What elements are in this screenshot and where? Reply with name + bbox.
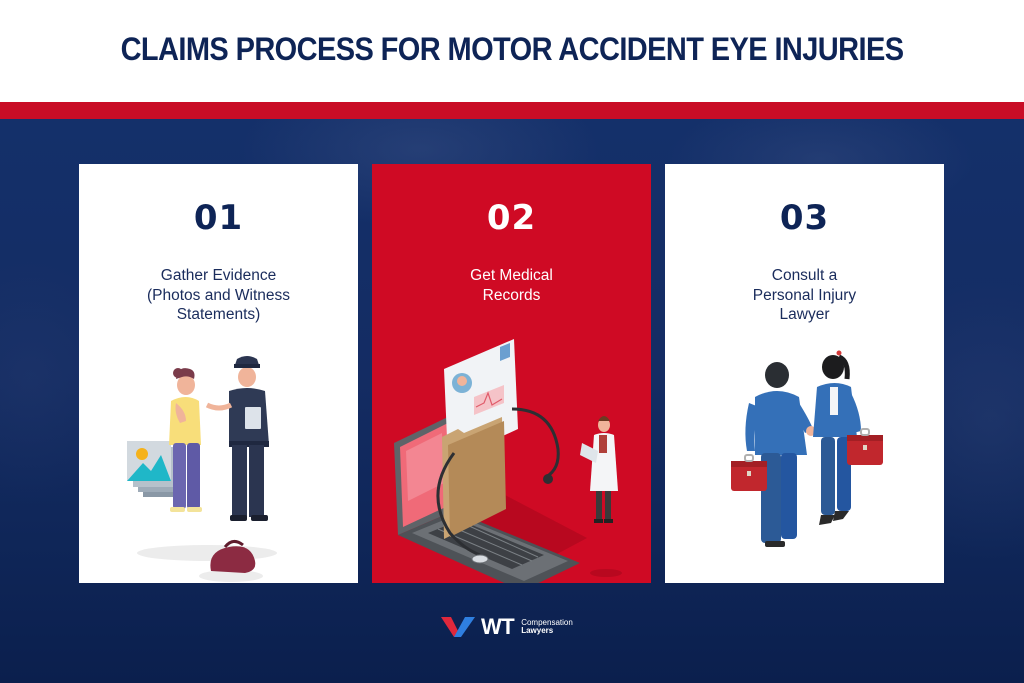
medical-records-illustration-icon: [394, 339, 622, 583]
step-label-line: Personal Injury: [752, 286, 857, 304]
brand-logo: WT Compensation Lawyers: [441, 615, 573, 639]
step-label: Gather Evidence (Photos and Witness Stat…: [109, 266, 329, 325]
lawyer-handshake-illustration-icon: [731, 350, 883, 547]
step-label-line: Consult a: [771, 267, 838, 284]
page-title: CLAIMS PROCESS FOR MOTOR ACCIDENT EYE IN…: [120, 31, 904, 68]
logo-brand-text: WT: [481, 614, 515, 639]
step-number: 03: [779, 198, 830, 238]
step-card-3: 03 Consult a Personal Injury Lawyer: [665, 164, 944, 583]
logo-v-mark-icon: [441, 617, 475, 637]
step-label: Get Medical Records: [402, 266, 622, 305]
step-label-line: Gather Evidence: [160, 267, 277, 284]
header: CLAIMS PROCESS FOR MOTOR ACCIDENT EYE IN…: [0, 0, 1024, 102]
logo-subtext: Compensation Lawyers: [521, 617, 573, 636]
step-label-line: Get Medical: [470, 267, 553, 284]
step-label-line: (Photos and Witness: [146, 286, 290, 304]
evidence-illustration-icon: [127, 356, 277, 582]
step-label: Consult a Personal Injury Lawyer: [695, 266, 915, 325]
step-card-2: 02 Get Medical Records: [372, 164, 651, 583]
step-card-1: 01 Gather Evidence (Photos and Witness S…: [79, 164, 358, 583]
step-label-line: Records: [482, 286, 541, 304]
red-divider-stripe: [0, 102, 1024, 119]
logo-sub-line-2: Lawyers: [521, 626, 554, 635]
step-label-line: Statements): [176, 306, 261, 323]
logo-sub-line-1: Compensation: [521, 617, 573, 627]
step-number: 01: [193, 198, 244, 238]
step-number: 02: [486, 198, 537, 238]
step-label-line: Lawyer: [779, 306, 830, 323]
